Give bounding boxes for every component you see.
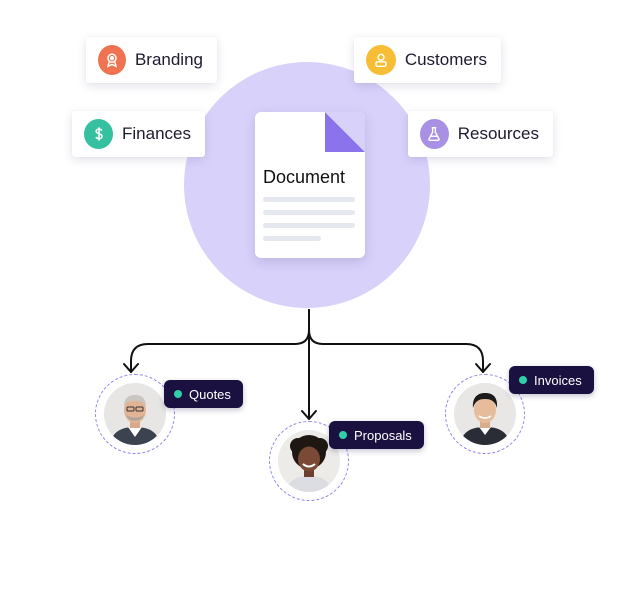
- output-label: Quotes: [189, 386, 231, 402]
- chip-label: Finances: [122, 124, 191, 143]
- person-photo: [454, 383, 516, 445]
- status-dot: [339, 431, 347, 439]
- text-line: [263, 210, 355, 215]
- chip-label: Customers: [404, 50, 487, 69]
- arrow-to-quotes-head: [123, 363, 139, 373]
- chip-label: Resources: [457, 124, 539, 143]
- avatar-proposals: [269, 421, 349, 501]
- text-line: [263, 197, 355, 202]
- label-proposals: Proposals: [329, 421, 424, 449]
- text-line: [263, 236, 321, 241]
- chip-customers: Customers: [354, 37, 501, 83]
- badge-icon: [98, 45, 126, 75]
- document-title: Document: [263, 167, 346, 187]
- user-icon: [366, 45, 396, 75]
- status-dot: [174, 390, 182, 398]
- arrow-to-invoices-head: [475, 363, 491, 373]
- avatar-quotes: [95, 374, 175, 454]
- page-fold-icon: [325, 112, 365, 152]
- person-photo: [104, 383, 166, 445]
- document-card: Document: [255, 112, 365, 258]
- status-dot: [519, 376, 527, 384]
- flask-icon: [420, 119, 449, 149]
- arrow-to-quotes: [130, 309, 310, 373]
- chip-label: Branding: [134, 50, 203, 69]
- avatar-invoices: [445, 374, 525, 454]
- output-label: Invoices: [534, 372, 582, 388]
- label-invoices: Invoices: [509, 366, 594, 394]
- arrow-to-proposals-head: [301, 410, 317, 420]
- person-photo: [278, 430, 340, 492]
- text-line: [263, 223, 355, 228]
- arrow-to-invoices: [308, 309, 484, 373]
- output-label: Proposals: [354, 427, 412, 443]
- label-quotes: Quotes: [164, 380, 243, 408]
- chip-resources: Resources: [408, 111, 553, 157]
- chip-branding: Branding: [86, 37, 217, 83]
- chip-finances: Finances: [72, 111, 205, 157]
- dollar-icon: [84, 119, 114, 149]
